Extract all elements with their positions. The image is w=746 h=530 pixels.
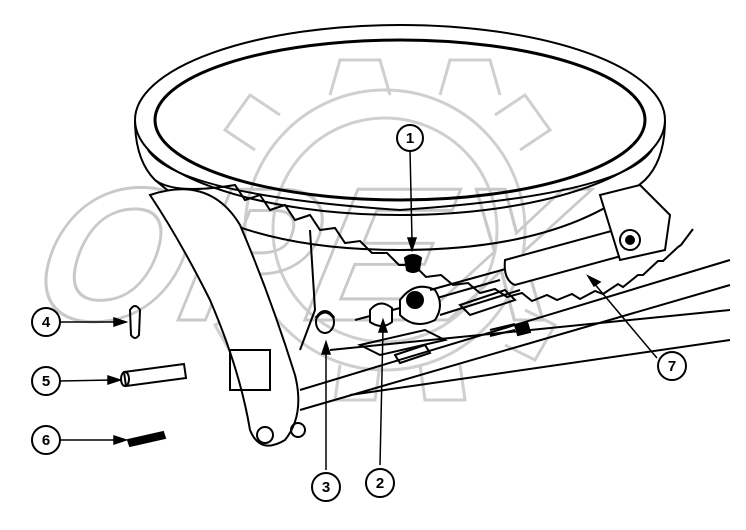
callout-4-label: 4: [42, 314, 51, 331]
callout-6: 6: [31, 425, 61, 455]
callout-5: 5: [31, 366, 61, 396]
callout-5-label: 5: [42, 373, 50, 390]
callout-1: 1: [396, 124, 424, 152]
watermark-gear-icon: [212, 58, 558, 402]
leader-lines: [59, 149, 658, 470]
shift-assembly: [148, 183, 731, 447]
part-4-pin: [128, 305, 142, 339]
part-6-pin: [126, 430, 167, 448]
callout-3-label: 3: [322, 479, 330, 496]
callout-6-label: 6: [42, 432, 50, 449]
watermark: OPEX: [17, 58, 603, 402]
callout-1-label: 1: [406, 130, 414, 147]
loose-parts: [120, 305, 188, 448]
callout-2: 2: [365, 468, 395, 498]
part-5-pin: [122, 362, 188, 388]
callout-7: 7: [657, 351, 687, 381]
watermark-text: OPEX: [18, 148, 601, 361]
callout-3: 3: [311, 472, 341, 502]
callout-4: 4: [31, 307, 61, 337]
callout-7-label: 7: [668, 358, 676, 375]
ring-gear: [134, 24, 694, 303]
callout-2-label: 2: [376, 475, 384, 492]
